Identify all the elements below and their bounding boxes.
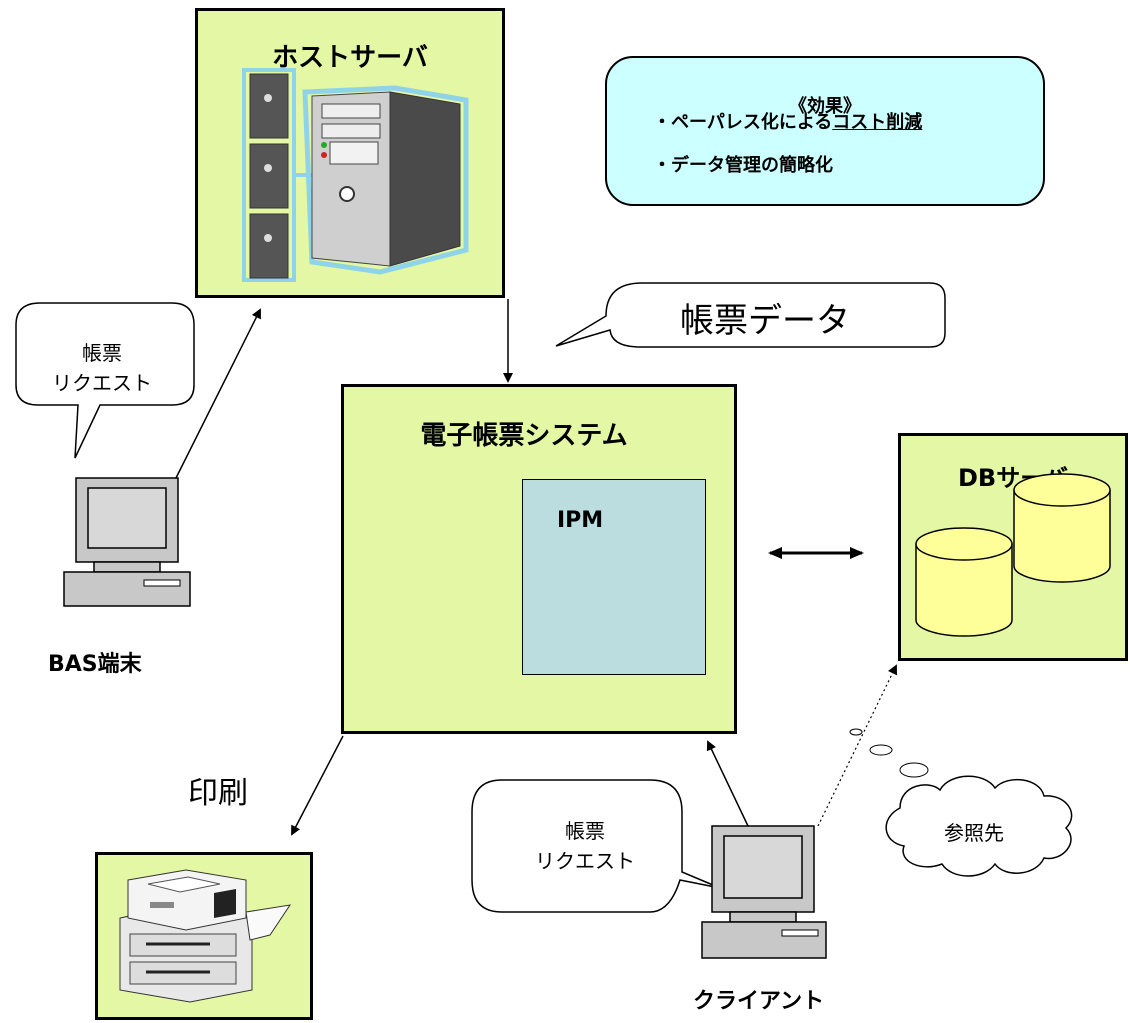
ipm-box: IPM [522,479,706,675]
client-label: クライアント [693,989,825,1014]
db-server-box: DBサーバ [898,433,1128,661]
client-to-db-dotted-arrow [817,664,897,827]
effect-item-2: ・データ管理の簡略化 [653,155,833,176]
host-server-title: ホストサーバ [272,43,428,73]
thought-dot-medium [869,744,893,756]
host-server-box: ホストサーバ [195,8,505,298]
bas-terminal-label: BAS端末 [48,652,142,677]
effect-item-1: ・ペーパレス化によるコスト削減 [653,108,922,134]
bas-bubble-line-2: リクエスト [52,371,152,395]
client-bubble-line-1: 帳票 [565,819,605,843]
effect-item-1-prefix: ・ペーパレス化による [653,112,833,133]
bas-request-bubble-text: 帳票 リクエスト [22,338,182,398]
client-request-bubble-text: 帳票 リクエスト [485,816,685,876]
electronic-form-system-box: 電子帳票システム IPM [341,384,737,734]
print-label: 印刷 [188,776,248,811]
bas-to-host-arrow [175,308,261,479]
ebs-to-printer-arrow [291,735,344,836]
effect-item-1-emphasis: コスト削減 [832,112,923,133]
electronic-form-system-title: 電子帳票システム [420,421,628,451]
client-terminal-icon [701,825,827,959]
thought-dot-large [899,762,929,778]
db-server-title: DBサーバ [958,464,1068,492]
thought-dot-small [849,728,863,736]
bas-terminal-icon [63,477,191,607]
bas-bubble-line-1: 帳票 [82,341,122,365]
effects-title: 《効果》 [789,96,861,117]
client-bubble-line-2: リクエスト [535,849,635,873]
ipm-label: IPM [557,508,604,533]
client-to-ebs-arrow [706,740,749,827]
form-data-label: 帳票データ [680,301,850,341]
printer-box [95,852,313,1020]
effects-callout: 《効果》 ・ペーパレス化によるコスト削減 ・データ管理の簡略化 [605,56,1045,206]
reference-label: 参照先 [944,821,1004,845]
